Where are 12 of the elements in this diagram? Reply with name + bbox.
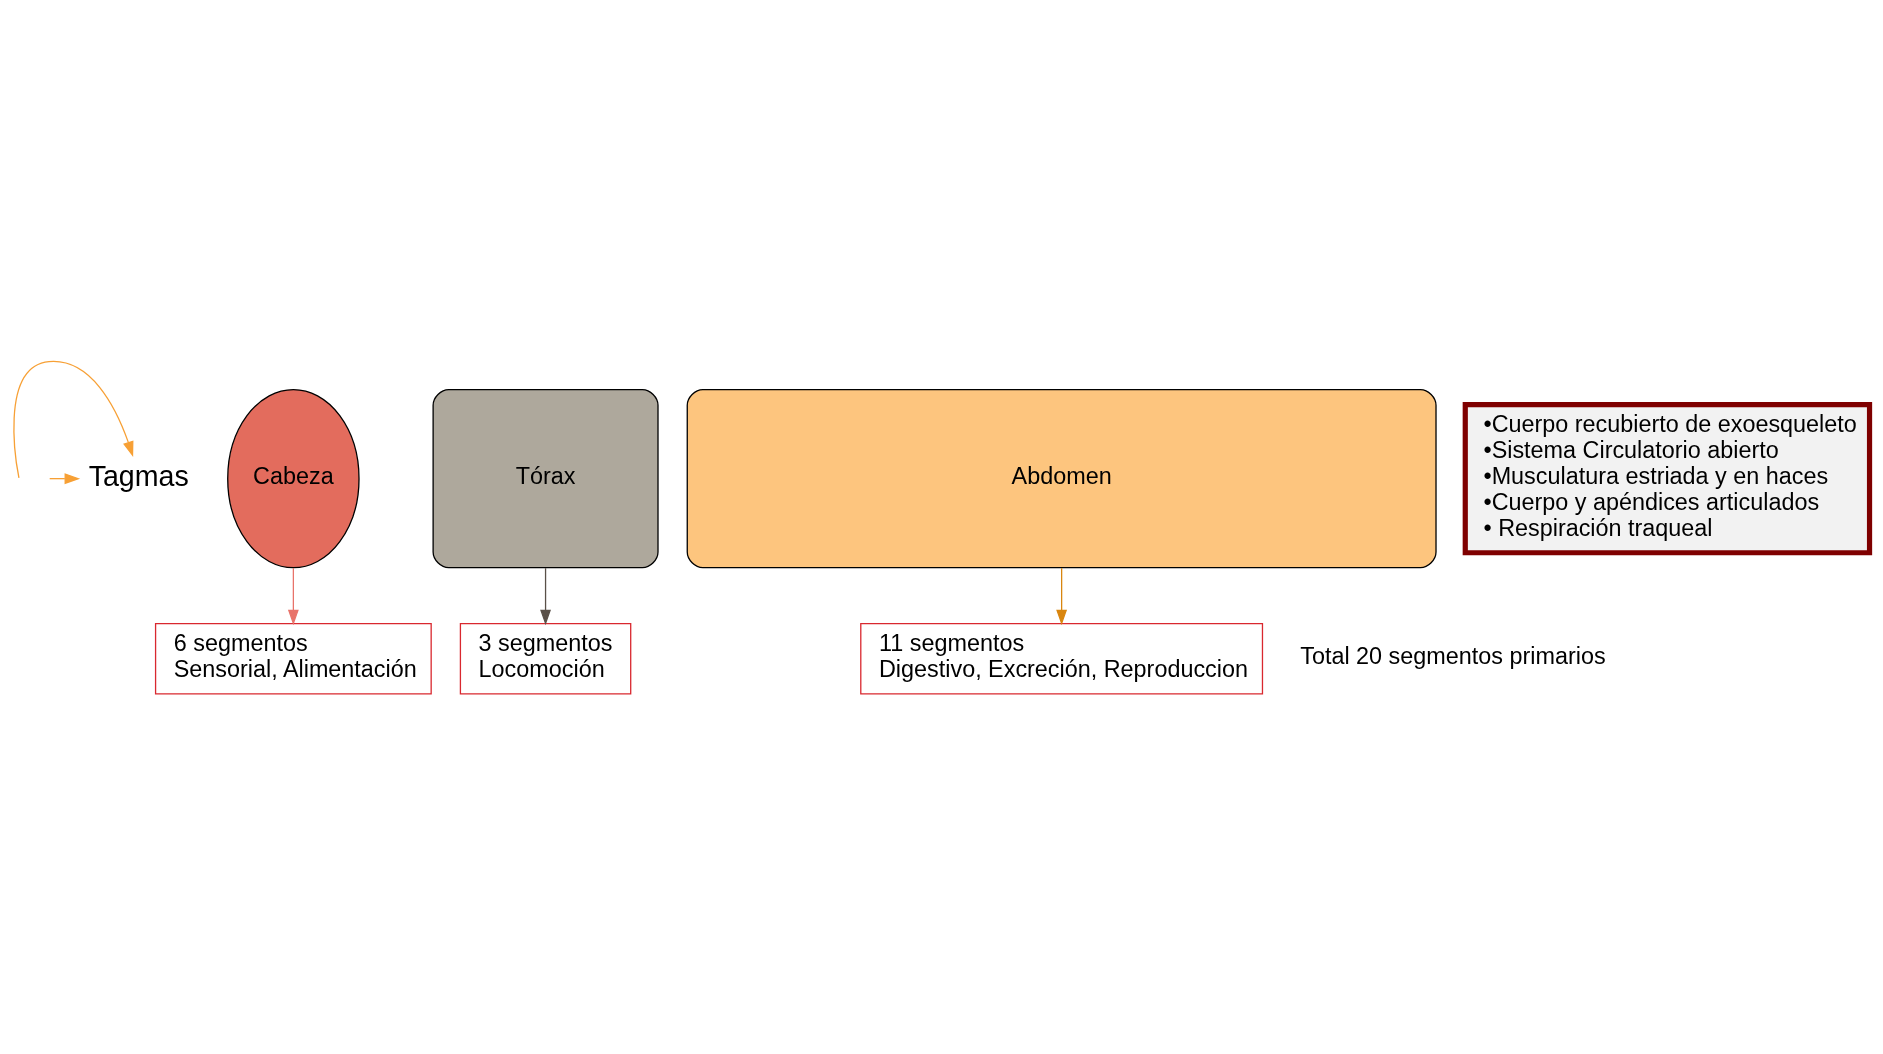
node-box: 6 segmentos Sensorial, Alimentación [154,622,432,694]
node-text: Tagmas [88,459,189,492]
node-box: Abdomen [686,388,1437,568]
label: Total 20 segmentos primarios [1300,642,1606,669]
arrow [287,567,299,625]
arrow [1056,567,1068,625]
node-box: 11 segmentos Digestivo, Excreción, Reproduccion [860,622,1264,694]
node-box: Tórax [432,388,659,568]
node-ellipse: Cabeza [227,388,360,568]
node-box: 3 segmentos Locomoción [459,622,632,694]
node-box: •Cuerpo recubierto de exoesqueleto •Sistema Circulatorio abierto •Musculatura estriada y en haces •Cuerpo y apéndices articulados • Respiración traqueal [1462,401,1873,555]
arrow [540,567,552,625]
